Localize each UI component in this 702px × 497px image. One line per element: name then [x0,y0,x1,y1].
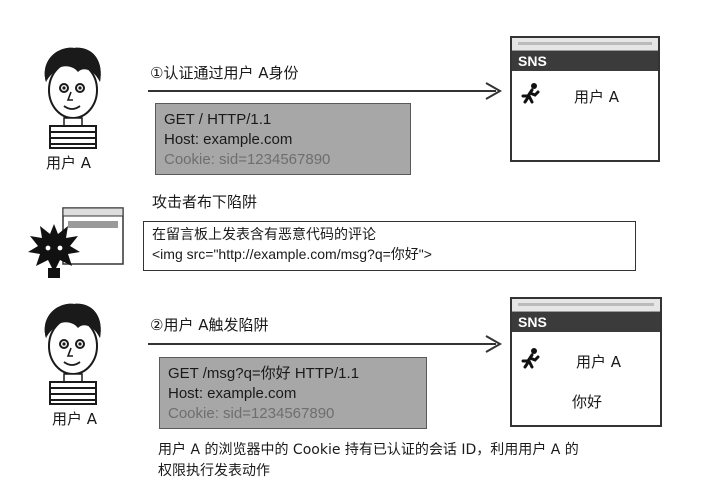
browser-window-1: SNS 用户 A [510,36,660,162]
attacker-figure [28,224,80,278]
request-line: GET /msg?q=你好 HTTP/1.1 [168,365,360,382]
browser-window-2: SNS 用户 A 你好 [510,297,662,427]
step2-label: ②用户 A触发陷阱 [150,316,269,334]
caption: 用户 A 的浏览器中的 Cookie 持有已认证的会话 ID，利用用户 A 的 … [158,440,579,482]
attacker-window [62,207,124,265]
request-host: Host: example.com [164,131,293,148]
attacker-label: 攻击者布下陷阱 [152,193,258,211]
malicious-comment-box: 在留言板上发表含有恶意代码的评论 <img src="http://exampl… [143,221,636,271]
user-a-figure-1 [44,47,101,149]
user-a-figure-2 [44,303,101,405]
caption-line-1: 用户 A 的浏览器中的 Cookie 持有已认证的会话 ID，利用用户 A 的 [158,442,579,458]
caption-line-2: 权限执行发表动作 [158,463,270,479]
step1-arrow [148,82,503,100]
browser-chrome [512,299,660,312]
malicious-code: <img src="http://example.com/msg?q=你好"> [152,246,432,262]
step2-arrow [148,335,503,353]
posted-message: 你好 [572,393,603,411]
user-pictogram-icon [521,83,540,104]
http-request-1: GET / HTTP/1.1 Host: example.com Cookie:… [155,103,411,175]
logged-in-user: 用户 A [576,353,622,371]
user-pictogram-icon [521,348,540,369]
http-request-2: GET /msg?q=你好 HTTP/1.1 Host: example.com… [159,357,427,429]
logged-in-user: 用户 A [574,88,620,106]
request-line: GET / HTTP/1.1 [164,111,272,128]
request-cookie: Cookie: sid=1234567890 [168,405,335,422]
user-a-label-1: 用户 A [46,154,92,172]
sns-title-bar: SNS [512,51,658,71]
request-cookie: Cookie: sid=1234567890 [164,151,331,168]
sns-title-bar: SNS [512,312,660,332]
user-a-label-2: 用户 A [52,410,98,428]
browser-chrome [512,38,658,51]
request-host: Host: example.com [168,385,297,402]
step1-label: ①认证通过用户 A身份 [150,64,299,82]
malicious-comment-text: 在留言板上发表含有恶意代码的评论 [152,227,376,243]
